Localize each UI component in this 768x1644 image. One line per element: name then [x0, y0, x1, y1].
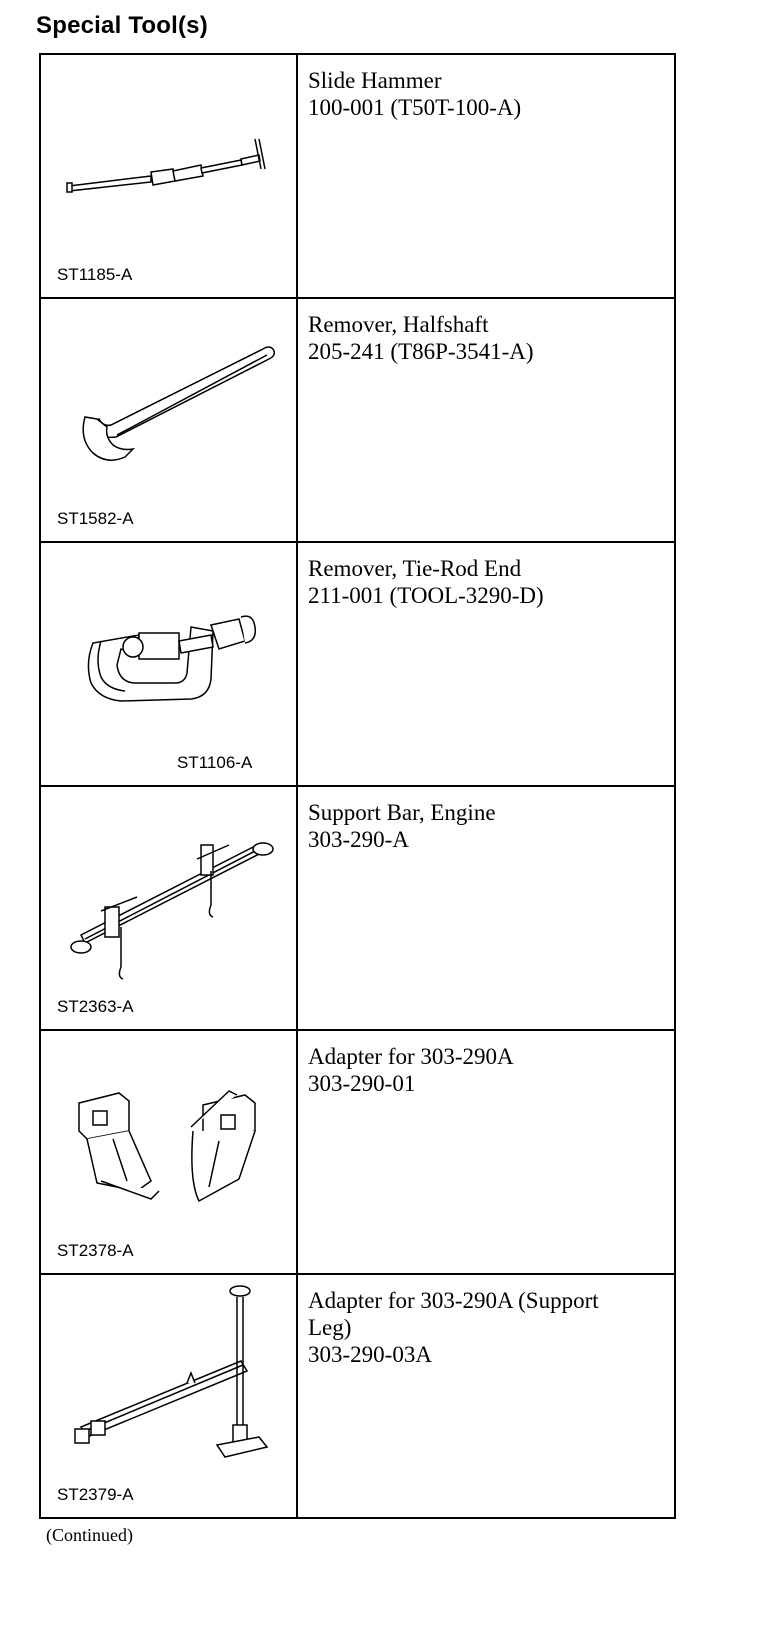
figure-code: ST1185-A [57, 265, 133, 284]
table-row: ST1582-A Remover, Halfshaft 205-241 (T86… [39, 297, 676, 543]
tool-name: Adapter for 303-290A [308, 1044, 514, 1069]
figure-code: ST2378-A [57, 1241, 134, 1260]
tie-rod-end-remover-icon [87, 615, 257, 702]
tool-description-cell: Adapter for 303-290A 303-290-01 [296, 1029, 676, 1275]
tool-illustration-cell: ST2379-A [39, 1273, 298, 1519]
tool-description-cell: Remover, Tie-Rod End 211-001 (TOOL-3290-… [296, 541, 676, 787]
figure-code: ST1582-A [57, 509, 134, 528]
support-leg-adapter-icon [74, 1285, 269, 1458]
figure-code: ST1106-A [177, 753, 253, 772]
tool-illustration-cell: ST1582-A [39, 297, 298, 543]
tool-number: 303-290-01 [308, 1071, 416, 1096]
tool-description-cell: Adapter for 303-290A (Support Leg) 303-2… [296, 1273, 676, 1519]
special-tools-table: ST1185-A Slide Hammer 100-001 (T50T-100-… [39, 53, 676, 1519]
tool-illustration-cell: ST2363-A [39, 785, 298, 1031]
tool-name: Slide Hammer [308, 68, 442, 93]
tool-illustration-cell: ST2378-A [39, 1029, 298, 1275]
page-title: Special Tool(s) [36, 12, 208, 39]
engine-support-bar-icon [70, 841, 274, 980]
slide-hammer-icon [66, 138, 266, 193]
halfshaft-remover-icon [82, 346, 276, 461]
tool-name: Remover, Halfshaft [308, 312, 489, 337]
tool-illustration-cell: ST1185-A [39, 53, 298, 299]
tool-name-continued: Leg) [308, 1315, 352, 1340]
tool-number: 303-290-A [308, 827, 409, 852]
table-row: ST1106-A Remover, Tie-Rod End 211-001 (T… [39, 541, 676, 787]
continued-note: (Continued) [46, 1525, 133, 1545]
tool-name: Support Bar, Engine [308, 800, 496, 825]
table-row: ST1185-A Slide Hammer 100-001 (T50T-100-… [39, 53, 676, 299]
tool-description-cell: Support Bar, Engine 303-290-A [296, 785, 676, 1031]
support-bar-adapter-icon [78, 1090, 256, 1203]
tool-name: Adapter for 303-290A (Support [308, 1288, 599, 1313]
tool-description-cell: Slide Hammer 100-001 (T50T-100-A) [296, 53, 676, 299]
tool-number: 100-001 (T50T-100-A) [308, 95, 522, 120]
tool-number: 303-290-03A [308, 1342, 432, 1367]
tool-description-cell: Remover, Halfshaft 205-241 (T86P-3541-A) [296, 297, 676, 543]
table-row: ST2378-A Adapter for 303-290A 303-290-01 [39, 1029, 676, 1275]
table-row: ST2363-A Support Bar, Engine 303-290-A [39, 785, 676, 1031]
tool-number: 205-241 (T86P-3541-A) [308, 339, 534, 364]
figure-code: ST2379-A [57, 1485, 134, 1504]
tool-number: 211-001 (TOOL-3290-D) [308, 583, 544, 608]
figure-code: ST2363-A [57, 997, 134, 1016]
table-row: ST2379-A Adapter for 303-290A (Support L… [39, 1273, 676, 1519]
tool-illustration-cell: ST1106-A [39, 541, 298, 787]
tool-name: Remover, Tie-Rod End [308, 556, 522, 581]
